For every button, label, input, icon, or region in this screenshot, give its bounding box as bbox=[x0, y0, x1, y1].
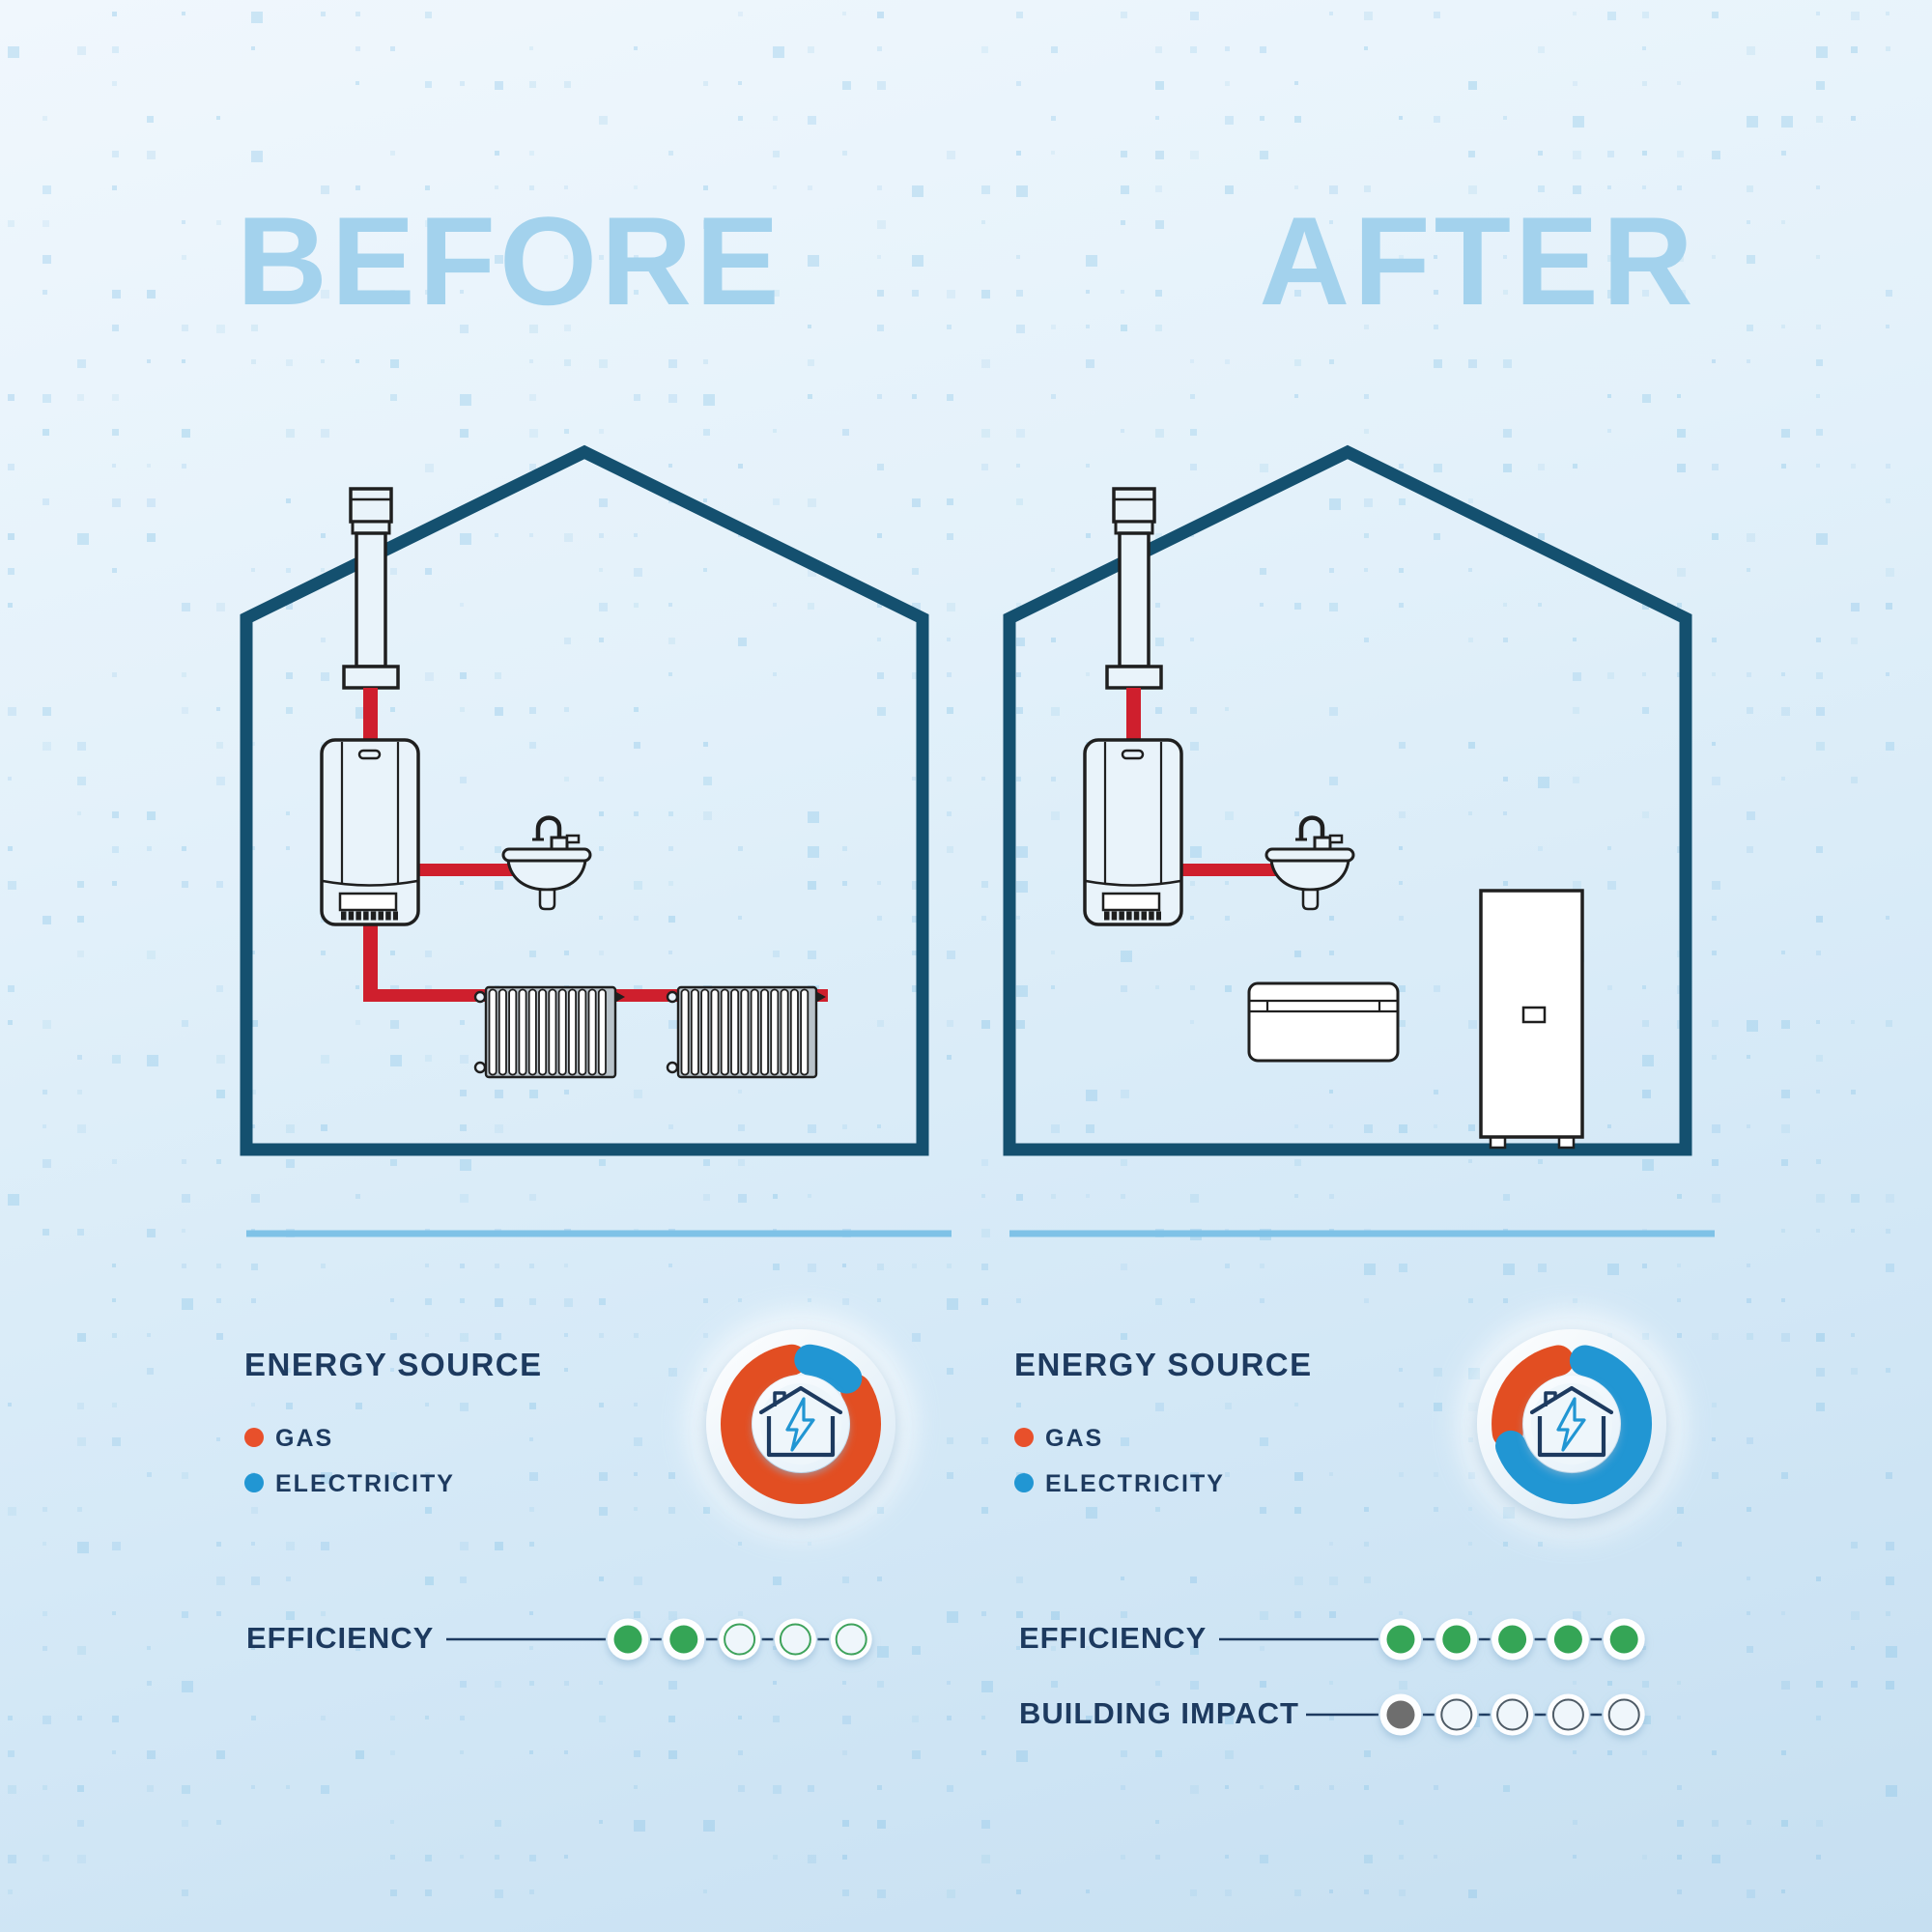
gas-legend-label: GAS bbox=[1045, 1425, 1104, 1452]
radiator-icon bbox=[666, 985, 826, 1079]
electricity-color-dot bbox=[1014, 1473, 1034, 1492]
energy-source-heading-after: ENERGY SOURCE bbox=[1014, 1347, 1313, 1382]
rating-dot-empty bbox=[835, 1623, 867, 1656]
gas-color-dot bbox=[1014, 1428, 1034, 1447]
rating-dot-filled bbox=[1386, 1625, 1415, 1654]
rating-dot-filled bbox=[1609, 1625, 1638, 1654]
house-outline-before bbox=[240, 444, 929, 1156]
heat-pump-cylinder-icon bbox=[1479, 889, 1584, 1150]
radiator-icon bbox=[473, 985, 625, 1079]
house-outline-after bbox=[1003, 444, 1692, 1156]
radiator-pipework bbox=[363, 923, 828, 1002]
rating-dot-filled bbox=[1498, 1625, 1527, 1654]
rating-row-building-impact bbox=[1306, 1693, 1645, 1736]
efficiency-label-before: EFFICIENCY bbox=[246, 1621, 435, 1655]
donut-segment-gas bbox=[1492, 1345, 1575, 1449]
before-title: BEFORE bbox=[237, 190, 783, 331]
rating-dot-empty bbox=[1607, 1698, 1640, 1731]
rating-dot-empty bbox=[724, 1623, 756, 1656]
donut-segment-electricity bbox=[794, 1344, 863, 1394]
heating-system-before bbox=[322, 489, 590, 924]
rating-scales bbox=[446, 1618, 1645, 1736]
donut-segment-gas bbox=[721, 1344, 881, 1505]
rating-dot-filled bbox=[1386, 1700, 1415, 1729]
rating-dot-empty bbox=[1440, 1698, 1473, 1731]
rating-dot-empty bbox=[779, 1623, 811, 1656]
rating-dot-filled bbox=[1442, 1625, 1471, 1654]
rating-row-efficiency bbox=[446, 1618, 872, 1661]
donut-segment-electricity bbox=[1495, 1345, 1652, 1505]
rating-dot-empty bbox=[1496, 1698, 1529, 1731]
electricity-legend-label: ELECTRICITY bbox=[1045, 1470, 1225, 1497]
efficiency-label-after: EFFICIENCY bbox=[1019, 1621, 1208, 1655]
after-title: AFTER bbox=[1259, 190, 1697, 331]
heating-system-after bbox=[1085, 489, 1353, 924]
electricity-legend-label: ELECTRICITY bbox=[275, 1470, 455, 1497]
rating-row-efficiency bbox=[1219, 1618, 1645, 1661]
rating-dot-filled bbox=[1553, 1625, 1582, 1654]
energy-source-heading-before: ENERGY SOURCE bbox=[244, 1347, 543, 1382]
rating-dot-filled bbox=[669, 1625, 698, 1654]
rating-dot-filled bbox=[613, 1625, 642, 1654]
indoor-fan-coil-unit-icon bbox=[1247, 981, 1400, 1063]
energy-mix-donut-before bbox=[689, 1312, 913, 1536]
energy-mix-donut-after bbox=[1460, 1312, 1684, 1536]
building-impact-label: BUILDING IMPACT bbox=[1019, 1696, 1299, 1730]
rating-dot-empty bbox=[1551, 1698, 1584, 1731]
gas-legend-label: GAS bbox=[275, 1425, 334, 1452]
electricity-color-dot bbox=[244, 1473, 264, 1492]
gas-color-dot bbox=[244, 1428, 264, 1447]
